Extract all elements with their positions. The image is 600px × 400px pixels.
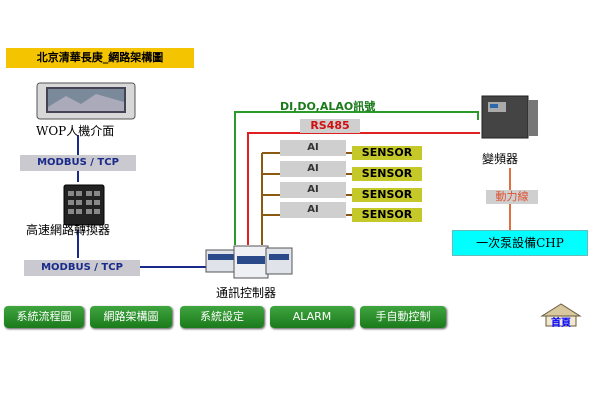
ai-tag-3: AI bbox=[280, 182, 346, 198]
nav-network-architecture-button[interactable]: 網路架構圖 bbox=[90, 306, 172, 328]
hmi-screen-icon bbox=[36, 82, 136, 120]
home-icon bbox=[540, 303, 582, 327]
modbus-tag-bottom: MODBUS / TCP bbox=[24, 260, 140, 276]
power-line-label: 動力線 bbox=[486, 190, 538, 204]
sensor-1[interactable]: SENSOR bbox=[352, 146, 422, 160]
controller-label: 通訊控制器 bbox=[216, 286, 277, 300]
nav-alarm-button[interactable]: ALARM bbox=[270, 306, 354, 328]
controller-device[interactable] bbox=[204, 244, 294, 280]
ai-tag-4: AI bbox=[280, 202, 346, 218]
switch-icon bbox=[63, 184, 105, 226]
dido-label: DI,DO,ALAO訊號 bbox=[280, 100, 376, 113]
home-button[interactable]: 首頁 bbox=[536, 302, 586, 329]
vfd-label: 變頻器 bbox=[482, 152, 519, 166]
home-label: 首頁 bbox=[551, 318, 571, 329]
page-title: 北京清華長庚_網路架構圖 bbox=[6, 48, 194, 68]
rs485-label: RS485 bbox=[300, 119, 360, 133]
nav-system-settings-button[interactable]: 系統設定 bbox=[180, 306, 264, 328]
link-dido bbox=[234, 111, 479, 245]
wop-hmi-device[interactable] bbox=[36, 82, 136, 120]
sensor-2[interactable]: SENSOR bbox=[352, 167, 422, 181]
modbus-tag-top: MODBUS / TCP bbox=[20, 155, 136, 171]
link-rs485 bbox=[247, 132, 480, 245]
vfd-device[interactable] bbox=[480, 94, 540, 140]
sensor-3[interactable]: SENSOR bbox=[352, 188, 422, 202]
network-switch-device[interactable] bbox=[62, 183, 106, 227]
plc-icon bbox=[205, 245, 293, 279]
nav-system-flow-button[interactable]: 系統流程圖 bbox=[4, 306, 84, 328]
ai-tag-1: AI bbox=[280, 140, 346, 156]
switch-label: 高速網路轉換器 bbox=[26, 223, 111, 237]
nav-manual-auto-control-button[interactable]: 手自動控制 bbox=[360, 306, 446, 328]
inverter-icon bbox=[481, 95, 538, 139]
chp-equipment[interactable]: 一次泵設備CHP bbox=[452, 230, 588, 256]
wop-label: WOP人機介面 bbox=[36, 124, 115, 138]
sensor-4[interactable]: SENSOR bbox=[352, 208, 422, 222]
ai-tag-2: AI bbox=[280, 161, 346, 177]
